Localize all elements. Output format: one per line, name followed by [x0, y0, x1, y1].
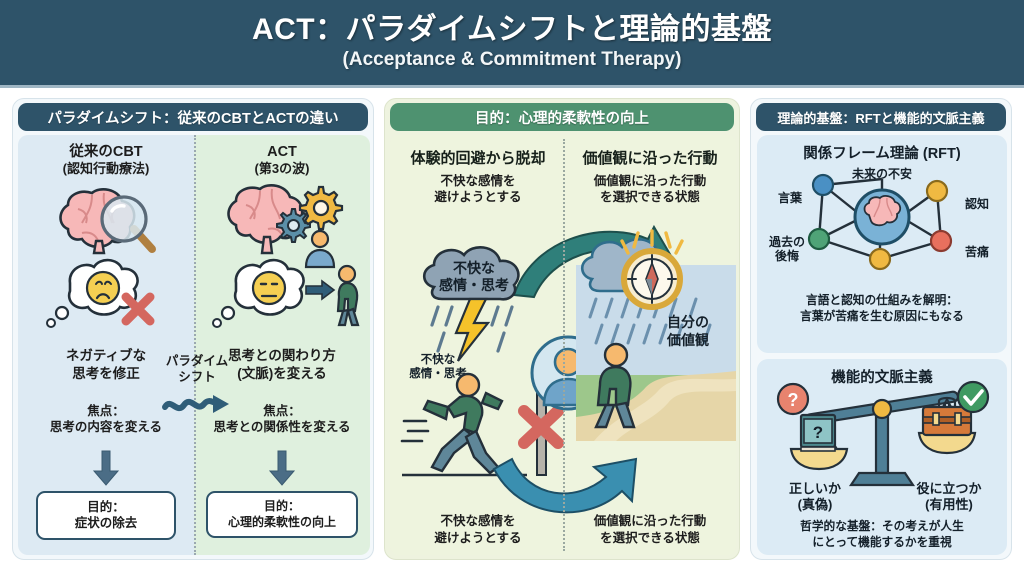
rft-node-label-past-regret: 過去の 後悔 [761, 235, 813, 264]
page-title: ACT：パラダイムシフトと理論的基盤 [251, 13, 773, 47]
panel-theoretical-basis: 理論的基盤：RFTと機能的文脈主義 関係フレーム理論 (RFT) [750, 98, 1012, 560]
cbt-title: 従来のCBT [69, 144, 143, 160]
fc-left-label-line1: 正しいか [788, 481, 841, 496]
neutral-face-cloud-with-walking-person-icon [206, 255, 366, 339]
rft-past-regret-line2: 後悔 [774, 249, 799, 264]
rft-note-line1: 言語と認知の仕組みを解明： [806, 294, 958, 307]
column-act: ACT (第3の波) [194, 135, 370, 555]
brain-magnifier-icon [48, 183, 168, 263]
rft-title: 関係フレーム理論 (RFT) [803, 146, 961, 162]
fc-note-line2: にとって機能するかを重視 [812, 535, 952, 549]
cbt-caption-line1: ネガティブな [65, 348, 147, 363]
rft-past-regret-line1: 過去の [768, 235, 805, 249]
storm-cloud-lightning-icon: 不快な 感情・思考 [412, 243, 537, 373]
page-header: ACT：パラダイムシフトと理論的基盤 (Acceptance & Commitm… [0, 0, 1024, 88]
shift-label-line1: パラダイム [165, 354, 229, 368]
card-functional-contextualism: 機能的文脈主義 [757, 359, 1007, 555]
brain-gears-person-icon [218, 179, 348, 269]
mid-left-bottom-line1: 不快な感情を [440, 514, 516, 528]
cbt-subtitle: (認知行動療法) [62, 161, 150, 177]
cbt-caption-line2: 思考を修正 [72, 365, 140, 381]
values-label-line2-text: 価値観 [666, 332, 709, 348]
panel-paradigm-shift: パラダイムシフト：従来のCBTとACTの違い 従来のCBT (認知行動療法) [12, 98, 374, 560]
mid-left-top-line1: 不快な感情を [440, 174, 516, 188]
act-subtitle: (第3の波) [254, 161, 310, 177]
cloud-label-line1-text: 不快な [453, 260, 495, 276]
rft-note: 言語と認知の仕組みを解明： 言葉が苦痛を生む原因にもなる [757, 293, 1007, 325]
fc-right-label: 役に立つか (有用性) [899, 481, 999, 512]
card-rft: 関係フレーム理論 (RFT) [757, 135, 1007, 353]
fc-right-label-line1: 役に立つか [916, 481, 982, 496]
act-focus-line2: 思考との関係性を変える [213, 420, 351, 435]
act-result-box: 目的： 心理的柔軟性の向上 [206, 491, 358, 539]
svg-text:?: ? [788, 390, 799, 410]
panel-psychological-flexibility: 目的：心理的柔軟性の向上 体験的回避から脱却 価値観に沿った行動 不快な感情を … [384, 98, 740, 560]
rft-network-diagram [777, 165, 987, 277]
mid-left-top-line2: 避けようとする [434, 190, 522, 205]
cbt-down-arrow-icon [18, 450, 194, 487]
question-mark-badge-icon: ? [776, 382, 810, 416]
fc-left-label: 正しいか (真偽) [767, 481, 863, 512]
rft-node-label-words: 言葉 [777, 191, 802, 205]
rft-node-label-cognition: 認知 [964, 197, 989, 211]
values-scene: 自分の 価値観 [576, 229, 736, 441]
balance-scale-icon: ? [771, 380, 995, 491]
mid-right-top-line1: 価値観に沿った行動 [593, 174, 707, 188]
act-down-arrow-icon [194, 450, 370, 487]
act-result-line2: 心理的柔軟性の向上 [227, 514, 336, 529]
fc-note: 哲学的な基盤：その考えが人生 にとって機能するかを重視 [757, 519, 1007, 551]
panel-right-header: 理論的基盤：RFTと機能的文脈主義 [756, 103, 1006, 131]
mid-left-bottom-line2: 避けようとする [434, 530, 522, 545]
rft-node-label-future-anxiety: 未来の不安 [851, 167, 912, 181]
act-caption-line2: (文脈)を変える [237, 365, 327, 381]
cbt-focus-line2: 思考の内容を変える [49, 420, 163, 435]
runner-label-line2: 感情・思考 [409, 368, 467, 381]
cbt-result-line2: 症状の除去 [74, 516, 138, 531]
act-focus-line1: 焦点： [263, 404, 301, 418]
fc-note-line1: 哲学的な基盤：その考えが人生 [800, 520, 964, 533]
cbt-result-line1: 目的： [87, 500, 125, 514]
svg-text:?: ? [813, 423, 823, 442]
check-mark-badge-icon [956, 380, 990, 414]
curved-arrow-blue-icon [490, 453, 650, 527]
runner-label-line1: 不快な [420, 354, 456, 366]
act-title: ACT [267, 144, 297, 160]
shift-wave-arrow-icon [162, 391, 235, 417]
cbt-result-box: 目的： 症状の除去 [36, 491, 176, 540]
panel-left-header: パラダイムシフト：従来のCBTとACTの違い [18, 103, 368, 131]
fc-left-label-line2: (真偽) [797, 496, 833, 512]
cloud-label-line2-text: 感情・思考 [439, 277, 509, 293]
sad-face-cloud-with-x-icon [40, 255, 175, 337]
mid-right-bottom-line1: 価値観に沿った行動 [593, 514, 707, 528]
runner-label: 不快な 感情・思考 [398, 353, 478, 382]
fc-title: 機能的文脈主義 [831, 370, 933, 386]
paradigm-shift-label: パラダイム シフト [161, 354, 233, 385]
act-caption-line1: 思考との関わり方 [228, 348, 336, 363]
cbt-focus-line1: 焦点： [87, 404, 125, 418]
mid-right-bottom-line2: を選択できる状態 [600, 530, 700, 545]
mid-left-heading: 体験的回避から脱却 [410, 150, 546, 167]
rft-note-line2: 言葉が苦痛を生む原因にもなる [800, 309, 964, 323]
shift-label-line2: シフト [178, 369, 216, 384]
column-cbt: 従来のCBT (認知行動療法) [18, 135, 194, 555]
fc-right-label-line2: (有用性) [925, 496, 973, 512]
cbt-act-comparison: 従来のCBT (認知行動療法) [18, 135, 370, 555]
values-label-line1-text: 自分の [667, 314, 709, 330]
running-person-icon [400, 371, 527, 491]
page-subtitle: (Acceptance & Commitment Therapy) [342, 48, 682, 70]
panel-mid-header: 目的：心理的柔軟性の向上 [390, 103, 734, 131]
act-result-line1: 目的： [263, 499, 300, 513]
mid-column-divider [563, 139, 565, 551]
column-divider [194, 135, 196, 555]
mid-right-heading: 価値観に沿った行動 [582, 150, 718, 167]
rft-node-label-suffering: 苦痛 [964, 245, 989, 259]
mid-right-top-line2: を選択できる状態 [600, 190, 700, 205]
